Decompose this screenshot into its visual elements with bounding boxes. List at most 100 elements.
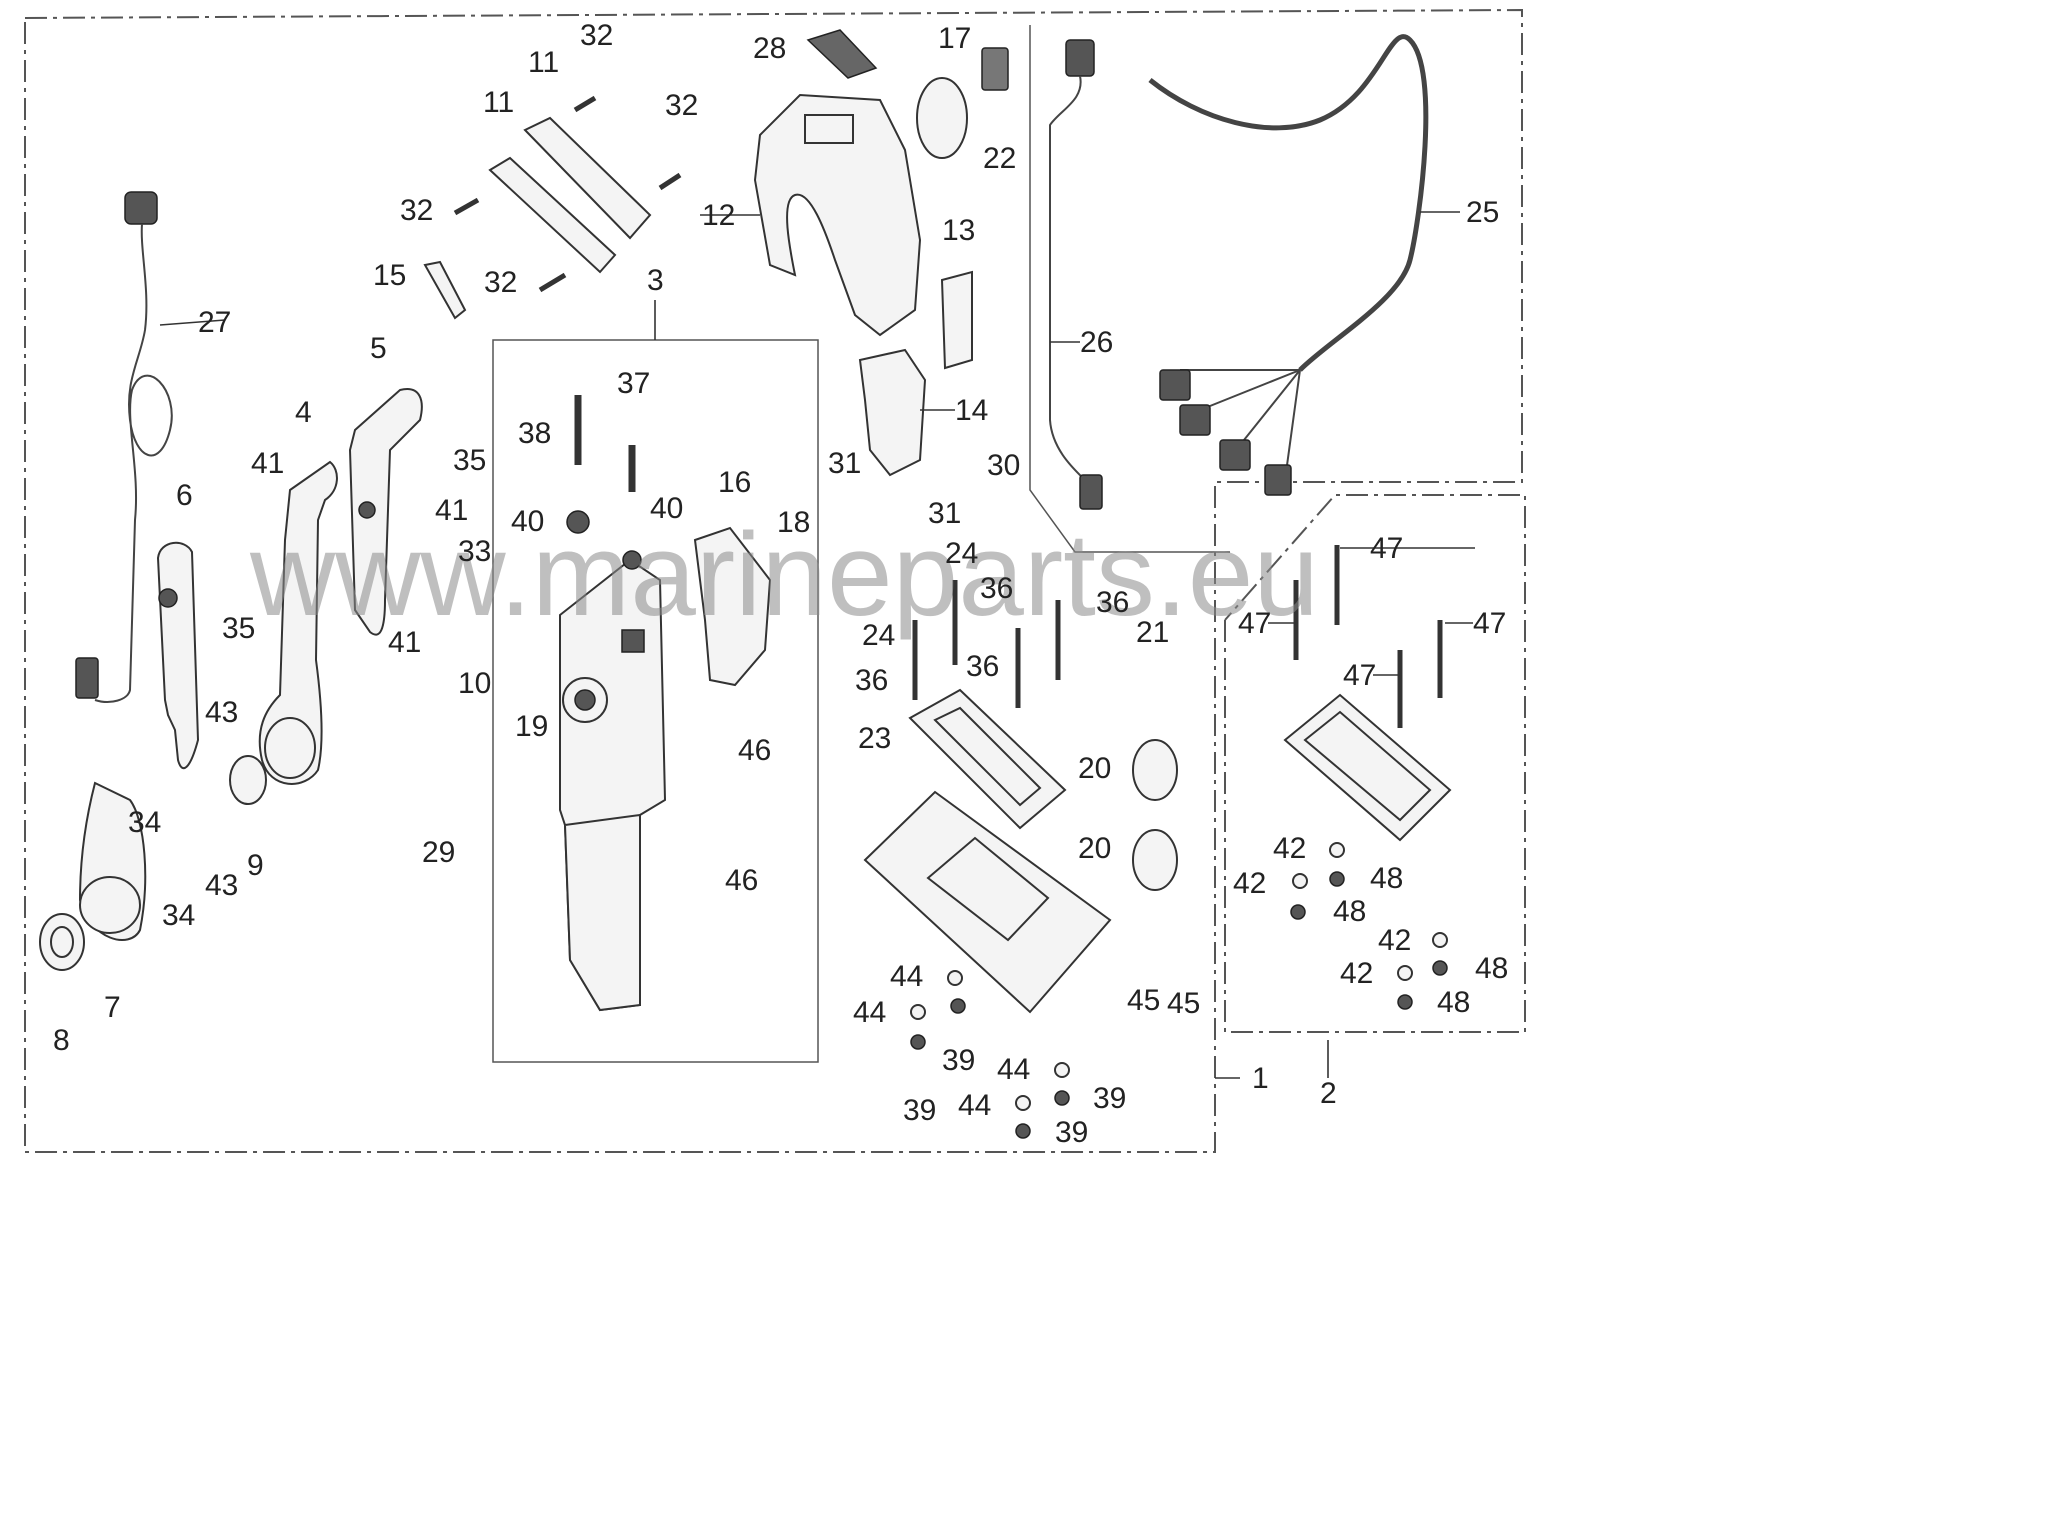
label-45b: 45: [1167, 987, 1200, 1020]
label-47a: 47: [1370, 532, 1403, 565]
label-34a: 34: [128, 806, 161, 839]
label-11b: 11: [528, 46, 559, 79]
label-36b: 36: [1096, 586, 1129, 619]
label-32b: 32: [665, 89, 698, 122]
label-29: 29: [422, 836, 455, 869]
bushing-20a: [1132, 739, 1178, 801]
label-48c: 48: [1475, 952, 1508, 985]
label-47d: 47: [1343, 659, 1376, 692]
exploded-parts-diagram: www.marineparts.eu 1 2 3 4 5 6 7 8 9 10 …: [24, 8, 1526, 1153]
lever-4: [258, 460, 338, 785]
label-14: 14: [955, 394, 988, 427]
control-box-3: [559, 558, 667, 1012]
label-47b: 47: [1238, 607, 1271, 640]
label-43a: 43: [205, 696, 238, 729]
label-23: 23: [858, 722, 891, 755]
switch-22: [981, 47, 1009, 91]
disc-9: [229, 755, 267, 805]
lever-cover-5: [348, 388, 423, 636]
label-41b: 41: [435, 494, 468, 527]
label-8: 8: [53, 1024, 70, 1057]
label-25: 25: [1466, 196, 1499, 229]
label-40b: 40: [650, 492, 683, 525]
label-48d: 48: [1437, 986, 1470, 1019]
label-39d: 39: [1055, 1116, 1088, 1149]
rail-11a: [488, 156, 617, 274]
rail-11b: [523, 116, 652, 240]
label-18: 18: [777, 506, 810, 539]
label-4: 4: [295, 396, 312, 429]
label-33: 33: [458, 535, 491, 568]
label-13: 13: [942, 214, 975, 247]
label-20a: 20: [1078, 752, 1111, 785]
label-7: 7: [104, 991, 121, 1024]
clip-15: [423, 260, 467, 320]
label-39a: 39: [942, 1044, 975, 1077]
label-2: 2: [1320, 1077, 1337, 1110]
cover-6: [156, 542, 200, 770]
label-30: 30: [987, 449, 1020, 482]
label-28: 28: [753, 32, 786, 65]
label-35b: 35: [222, 612, 255, 645]
label-40a: 40: [511, 505, 544, 538]
label-36a: 36: [980, 572, 1013, 605]
watermark: www.marineparts.eu: [249, 509, 1319, 641]
label-47c: 47: [1473, 607, 1506, 640]
wire-harness-25: [1049, 34, 1429, 510]
label-35a: 35: [453, 444, 486, 477]
label-39c: 39: [1093, 1082, 1126, 1115]
label-42b: 42: [1233, 867, 1266, 900]
top-cover-12: [753, 93, 922, 337]
part-labels: 1 2 3 4 5 6 7 8 9 10 11 11 12 13 14 15 1…: [53, 19, 1508, 1149]
label-44c: 44: [997, 1053, 1030, 1086]
label-24b: 24: [862, 619, 895, 652]
plate-13: [940, 270, 973, 370]
label-45a: 45: [1127, 984, 1160, 1017]
label-46a: 46: [738, 734, 771, 767]
pad-28: [806, 29, 878, 79]
label-31a: 31: [828, 447, 861, 480]
label-32d: 32: [484, 266, 517, 299]
label-5: 5: [370, 332, 387, 365]
label-42a: 42: [1273, 832, 1306, 865]
label-26: 26: [1080, 326, 1113, 359]
bushing-20b: [1132, 829, 1178, 891]
label-15: 15: [373, 259, 406, 292]
label-41a: 41: [251, 447, 284, 480]
bracket-16: [693, 526, 772, 687]
label-1: 1: [1252, 1062, 1269, 1095]
label-10: 10: [458, 667, 491, 700]
label-22: 22: [983, 142, 1016, 175]
label-3: 3: [647, 264, 664, 297]
label-16: 16: [718, 466, 751, 499]
leader-lines: [159, 211, 1475, 1079]
label-20b: 20: [1078, 832, 1111, 865]
cap-17: [916, 77, 968, 159]
label-44a: 44: [890, 960, 923, 993]
label-6: 6: [176, 479, 193, 512]
label-34b: 34: [162, 899, 195, 932]
label-36d: 36: [855, 664, 888, 697]
label-27: 27: [198, 306, 231, 339]
label-39b: 39: [903, 1094, 936, 1127]
label-44d: 44: [958, 1089, 991, 1122]
label-31b: 31: [928, 497, 961, 530]
label-41c: 41: [388, 626, 421, 659]
label-21: 21: [1136, 616, 1169, 649]
label-42c: 42: [1378, 924, 1411, 957]
label-44b: 44: [853, 996, 886, 1029]
wire-harness-27: [75, 191, 173, 703]
label-17: 17: [938, 22, 971, 55]
label-32c: 32: [400, 194, 433, 227]
label-32a: 32: [580, 19, 613, 52]
label-48b: 48: [1333, 895, 1366, 928]
label-12: 12: [702, 199, 735, 232]
label-36c: 36: [966, 650, 999, 683]
label-48a: 48: [1370, 862, 1403, 895]
fasteners: [453, 95, 1448, 1139]
label-19: 19: [515, 710, 548, 743]
bracket-14: [858, 348, 927, 477]
label-9: 9: [247, 849, 264, 882]
label-38: 38: [518, 417, 551, 450]
label-11a: 11: [483, 86, 514, 119]
